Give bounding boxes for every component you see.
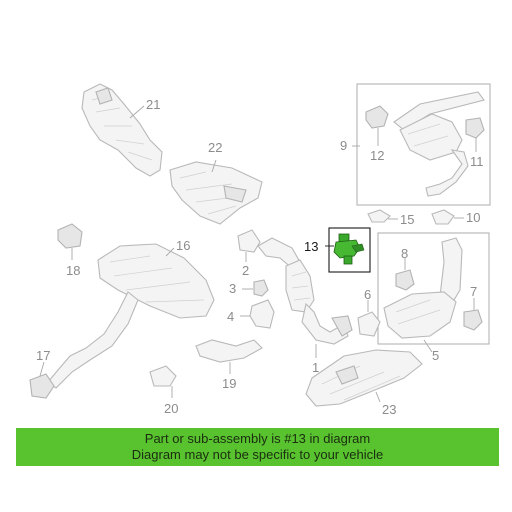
- leader-21: [129, 105, 145, 119]
- leader-22: [211, 159, 217, 173]
- inset-frame-lower: [377, 232, 490, 345]
- callout-23[interactable]: 23: [382, 402, 396, 417]
- info-banner: Part or sub-assembly is #13 in diagram D…: [16, 428, 499, 466]
- callout-12[interactable]: 12: [370, 148, 384, 163]
- part-6-gasket[interactable]: [357, 311, 381, 337]
- callout-10[interactable]: 10: [466, 210, 480, 225]
- callout-18[interactable]: 18: [66, 263, 80, 278]
- callout-20[interactable]: 20: [164, 401, 178, 416]
- callout-8[interactable]: 8: [401, 246, 408, 261]
- part-5-center-pipe-muffler[interactable]: [383, 237, 463, 339]
- callout-15[interactable]: 15: [400, 212, 414, 227]
- part-11-hanger[interactable]: [465, 117, 485, 139]
- callout-7[interactable]: 7: [470, 284, 477, 299]
- callout-3[interactable]: 3: [229, 281, 236, 296]
- callout-6[interactable]: 6: [364, 287, 371, 302]
- part-7-hanger[interactable]: [463, 309, 483, 331]
- part-18-hanger[interactable]: [57, 223, 83, 249]
- part-16-muffler-assembly[interactable]: [29, 243, 215, 399]
- callout-2[interactable]: 2: [242, 263, 249, 278]
- part-19-pipe[interactable]: [195, 339, 263, 363]
- callout-21[interactable]: 21: [146, 97, 160, 112]
- part-4-bracket[interactable]: [249, 299, 275, 329]
- part-20-clamp[interactable]: [149, 365, 177, 387]
- banner-line-1: Part or sub-assembly is #13 in diagram: [144, 431, 371, 446]
- part-8-hanger[interactable]: [395, 269, 415, 291]
- part-13-sensor[interactable]: [333, 233, 365, 265]
- part-9-rear-muffler-assembly[interactable]: [393, 91, 485, 197]
- part-23-heat-shield[interactable]: [305, 349, 423, 407]
- part-3-nut[interactable]: [253, 279, 269, 297]
- callout-17[interactable]: 17: [36, 348, 50, 363]
- inset-frame-upper: [356, 83, 491, 206]
- callout-4[interactable]: 4: [227, 309, 234, 324]
- part-22-heat-shield[interactable]: [169, 161, 263, 225]
- part-1-front-pipe-converter[interactable]: [257, 237, 353, 345]
- leader-23: [375, 391, 381, 403]
- part-15-gasket[interactable]: [367, 209, 391, 223]
- part-10-gasket[interactable]: [431, 209, 455, 225]
- part-21-heat-shield[interactable]: [81, 83, 163, 177]
- callout-13[interactable]: 13: [304, 239, 318, 254]
- part-2-gasket[interactable]: [237, 229, 261, 253]
- part-13-frame: [328, 227, 371, 273]
- leader-16: [165, 247, 175, 257]
- callout-9[interactable]: 9: [340, 138, 347, 153]
- callout-11[interactable]: 11: [470, 154, 484, 169]
- leader-17: [39, 361, 45, 377]
- callout-16[interactable]: 16: [176, 238, 190, 253]
- banner-line-2: Diagram may not be specific to your vehi…: [131, 447, 384, 462]
- part-12-hanger[interactable]: [365, 105, 389, 129]
- callout-1[interactable]: 1: [312, 360, 319, 375]
- callout-19[interactable]: 19: [222, 376, 236, 391]
- leader-5: [423, 339, 433, 353]
- callout-22[interactable]: 22: [208, 140, 222, 155]
- callout-5[interactable]: 5: [432, 348, 439, 363]
